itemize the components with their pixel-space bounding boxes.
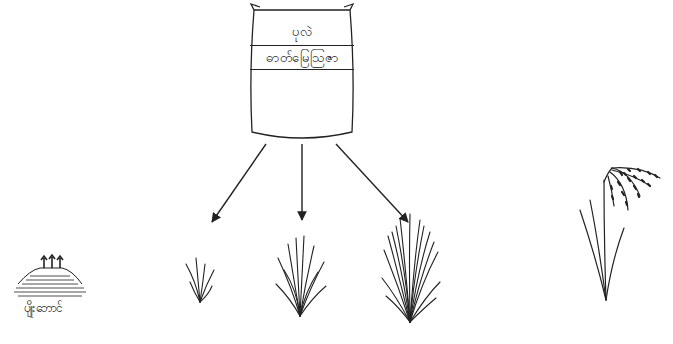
mature-vegetative-rice-plant <box>382 214 440 322</box>
product-band: ဓာတ်မြေသြဇာ <box>250 45 354 71</box>
seedbed-label: ပျိုးဘောင် <box>22 300 64 317</box>
ripe-rice-plant <box>580 168 660 300</box>
young-rice-plant <box>186 258 214 302</box>
fertilizer-bag: ပုလဲဓာတ်မြေသြဇာ <box>250 4 354 142</box>
fertilizer-arrows <box>212 144 408 222</box>
seedbed <box>14 255 86 296</box>
tillering-rice-plant <box>276 236 326 316</box>
brand-name: ပုလဲ <box>250 22 354 42</box>
